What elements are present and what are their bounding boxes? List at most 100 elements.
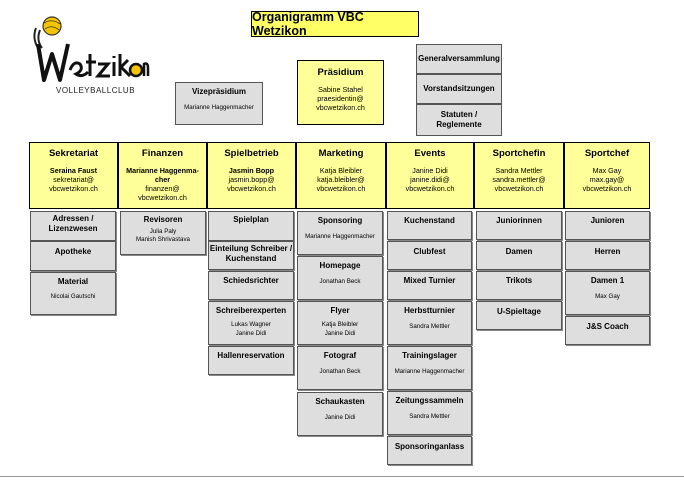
sub-title: Kuchenstand <box>404 216 455 225</box>
dept-title: Sportchefin <box>492 148 546 159</box>
sub-title: Zeitungssammeln <box>395 396 464 405</box>
sub-box: Material Nicolai Gautschi <box>30 272 116 315</box>
dept-person: Seraina Faust <box>49 166 98 175</box>
sub-box: Spielplan <box>208 211 294 241</box>
vizepraesidium-person: Marianne Haggenmacher <box>184 104 254 111</box>
logo-tagline: VOLLEYBALLCLUB <box>56 86 136 95</box>
dept-person: Sandra Mettler <box>495 166 543 175</box>
sub-title: Spielplan <box>233 215 269 224</box>
dept-email: janine.didi@ vbcwetzikon.ch <box>405 175 455 193</box>
sub-box: Revisoren Julia Paly Manish Shrivastava <box>120 211 206 255</box>
sub-box: Sponsoring Marianne Haggenmacher <box>297 211 383 255</box>
sub-box: Schiedsrichter <box>208 271 294 300</box>
page-title: Organigramm VBC Wetzikon <box>251 10 419 38</box>
praesidium-box: Präsidium Sabine Stahel praesidentin@ vb… <box>297 60 384 125</box>
sub-box: Schaukasten Janine Didi <box>297 392 383 436</box>
sub-title: Apotheke <box>54 247 92 256</box>
sub-title: J&S Coach <box>586 322 629 331</box>
sub-people: Sandra Mettler <box>409 323 450 330</box>
dept-title: Spielbetrieb <box>224 148 279 159</box>
volleyball-logo-icon <box>33 16 150 82</box>
sub-people: Marianne Haggenmacher <box>305 233 375 240</box>
sub-people: Jonathan Beck <box>319 368 361 375</box>
dept-person: Janine Didi <box>412 166 448 175</box>
sub-box: Damen <box>476 241 562 270</box>
sub-box: Apotheke <box>30 241 116 271</box>
sub-title: Schaukasten <box>315 397 365 406</box>
praesidium-person: Sabine Stahel <box>318 85 363 94</box>
sub-box: Trikots <box>476 271 562 300</box>
sub-box: Flyer Katja Bleibler Janine Didi <box>297 301 383 345</box>
dept-email: katja.bleibler@ vbcwetzikon.ch <box>316 175 366 193</box>
sub-title: Revisoren <box>143 215 183 224</box>
sub-title: Homepage <box>319 261 361 270</box>
sub-box: Hallenreservation <box>208 346 294 375</box>
sub-title: Hallenreservation <box>217 351 285 360</box>
sub-title: Schiedsrichter <box>223 276 279 285</box>
sub-people: Max Gay <box>595 293 620 300</box>
sub-box: Mixed Turnier <box>387 271 472 300</box>
sub-box: Junioren <box>565 211 650 240</box>
dept-email: finanzen@ vbcwetzikon.ch <box>138 184 187 202</box>
sub-title: Flyer <box>330 306 350 315</box>
sub-title: Mixed Turnier <box>403 276 456 285</box>
dept-events: Events Janine Didi janine.didi@ vbcwetzi… <box>386 142 474 209</box>
dept-title: Marketing <box>318 148 364 159</box>
dept-sekretariat: Sekretariat Seraina Faust sekretariat@ v… <box>29 142 118 209</box>
sub-box: Damen 1 Max Gay <box>565 271 650 315</box>
sub-title: Trikots <box>505 276 533 285</box>
sub-box: Adressen / Lizenzwesen <box>30 211 116 241</box>
sub-box: Herbstturnier Sandra Mettler <box>387 301 472 345</box>
sub-title: Fotograf <box>323 351 357 360</box>
dept-finanzen: Finanzen Marianne Haggenma- cher finanze… <box>118 142 207 209</box>
sub-title: Trainingslager <box>402 351 457 360</box>
sub-box: Herren <box>565 241 650 270</box>
dept-person: Max Gay <box>592 166 622 175</box>
statuten-box: Statuten / Reglemente <box>416 104 502 136</box>
sub-box: Fotograf Jonathan Beck <box>297 346 383 390</box>
dept-sportchefin: Sportchefin Sandra Mettler sandra.mettle… <box>474 142 564 209</box>
sub-box: Zeitungssammeln Sandra Mettler <box>387 391 472 435</box>
sub-title: Adressen / Lizenzwesen <box>48 214 98 233</box>
footer-divider <box>0 476 684 477</box>
sub-people: Marianne Haggenmacher <box>394 368 465 375</box>
sub-box: Homepage Jonathan Beck <box>297 256 383 300</box>
sub-title: Juniorinnen <box>496 216 542 225</box>
dept-email: max.gay@ vbcwetzikon.ch <box>582 175 632 193</box>
sub-title: U-Spieltage <box>496 307 541 316</box>
generalversammlung-label: Generalversammlung <box>418 54 500 63</box>
vizepraesidium-box: Vizepräsidium Marianne Haggenmacher <box>175 82 263 125</box>
sub-title: Material <box>57 277 89 286</box>
sub-people: Nicolai Gautschi <box>50 293 96 300</box>
dept-title: Events <box>414 148 446 159</box>
sub-people: Katja Bleibler Janine Didi <box>321 321 359 337</box>
sub-box: Juniorinnen <box>476 211 562 240</box>
praesidium-email: praesidentin@ vbcwetzikon.ch <box>316 94 365 112</box>
sub-box: Schreiberexperten Lukas Wagner Janine Di… <box>208 301 294 345</box>
sub-title: Clubfest <box>413 247 446 256</box>
dept-person: Katja Bleibler <box>319 166 363 175</box>
sub-box: Kuchenstand <box>387 211 472 240</box>
sub-title: Damen 1 <box>590 276 625 285</box>
praesidium-title: Präsidium <box>317 67 364 78</box>
generalversammlung-box: Generalversammlung <box>416 44 502 74</box>
sub-box: J&S Coach <box>565 316 650 345</box>
vorstandsitzungen-label: Vorstandsitzungen <box>423 84 495 93</box>
sub-people: Janine Didi <box>324 414 356 421</box>
sub-title: Schreiberexperten <box>215 306 287 315</box>
sub-title: Einteilung Schreiber / Kuchenstand <box>209 244 293 263</box>
dept-person: Marianne Haggenma- cher <box>126 166 199 184</box>
sub-title: Sponsoring <box>317 216 363 225</box>
dept-email: jasmin.bopp@ vbcwetzikon.ch <box>227 175 276 193</box>
vizepraesidium-title: Vizepräsidium <box>191 87 247 96</box>
dept-spielbetrieb: Spielbetrieb Jasmin Bopp jasmin.bopp@ vb… <box>207 142 296 209</box>
sub-box: U-Spieltage <box>476 301 562 330</box>
sub-box: Trainingslager Marianne Haggenmacher <box>387 346 472 390</box>
dept-email: sekretariat@ vbcwetzikon.ch <box>49 175 98 193</box>
sub-box: Clubfest <box>387 241 472 270</box>
sub-title: Sponsoringanlass <box>394 442 465 451</box>
statuten-label: Statuten / Reglemente <box>436 110 482 129</box>
dept-person: Jasmin Bopp <box>228 166 275 175</box>
sub-people: Lukas Wagner Janine Didi <box>231 321 271 337</box>
sub-box: Sponsoringanlass <box>387 436 472 465</box>
